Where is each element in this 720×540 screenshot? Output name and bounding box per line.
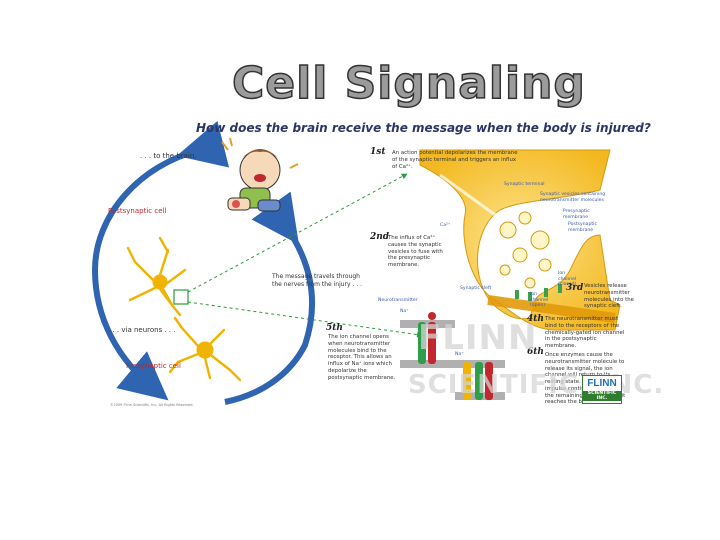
step-3-number: 3rd (566, 283, 584, 293)
page-title: Cell Signaling (231, 58, 586, 109)
label-ca: Ca²⁺ (440, 223, 451, 228)
label-neurotransmitter: Neurotransmitter (378, 298, 418, 303)
step-1-text: An action potential depolarizes the memb… (392, 150, 518, 170)
ion-channel-icon (400, 312, 505, 400)
circular-arrow-icon (224, 191, 316, 405)
step-2-number: 2nd (370, 232, 390, 242)
label-presynaptic-membrane: Presynaptic membrane (563, 209, 590, 220)
label-na-bottom: Na⁺ (455, 352, 464, 357)
step-3-text: Vesicles release neurotransmitter molecu… (584, 283, 634, 310)
label-presynaptic-cell: Presynaptic cell (126, 362, 181, 370)
label-synaptic-vesicles: Synaptic vesicles containing neurotransm… (540, 192, 606, 203)
neuron-icon (168, 316, 242, 382)
flinn-logo-name: FLINN (587, 378, 617, 389)
label-synaptic-terminal: Synaptic terminal (504, 182, 545, 187)
flinn-logo-sub: SCIENTIFIC INC. (583, 391, 621, 401)
page-subtitle: How does the brain receive the message w… (196, 121, 651, 135)
circular-arrow-icon (91, 120, 230, 401)
label-ion-channel-open: Ion channel (open) (530, 292, 549, 308)
label-na-top: Na⁺ (400, 309, 409, 314)
step-5-text: The ion channel opens when neurotransmit… (328, 334, 396, 381)
step-6-number: 6th (527, 347, 544, 357)
magnifier-box-icon (173, 289, 189, 305)
zoom-line (187, 173, 408, 293)
label-synaptic-cleft: Synaptic cleft (460, 286, 492, 291)
step-4-number: 4th (527, 314, 544, 324)
label-ion-channel-closed: Ion channel (closed) (558, 271, 577, 287)
watermark-line-2: SCIENTIFIC, INC. (408, 370, 665, 400)
flinn-logo: FLINN SCIENTIFIC INC. (582, 375, 622, 404)
neuron-icon (126, 236, 187, 317)
label-via-neurons: . . . via neurons . . . (108, 326, 176, 334)
label-message-travels: The message travels through the nerves f… (272, 273, 363, 288)
synapse-illustration (419, 149, 621, 331)
child-injury-icon (221, 137, 299, 212)
step-1-number: 1st (370, 147, 386, 157)
label-to-brain: . . . to the brain. (140, 152, 197, 160)
watermark-line-1: FLINN (418, 318, 538, 358)
step-5-number: 5th (326, 323, 343, 333)
step-4-text: The neurotransmitter must bind to the re… (545, 316, 625, 349)
label-postsynaptic-membrane: Postsynaptic membrane (568, 222, 597, 233)
step-2-text: The influx of Ca²⁺ causes the synaptic v… (388, 235, 443, 268)
copyright-text: ©2009 Flinn Scientific, Inc. All Rights … (110, 403, 194, 407)
label-postsynaptic-cell: Postsynaptic cell (108, 207, 167, 215)
